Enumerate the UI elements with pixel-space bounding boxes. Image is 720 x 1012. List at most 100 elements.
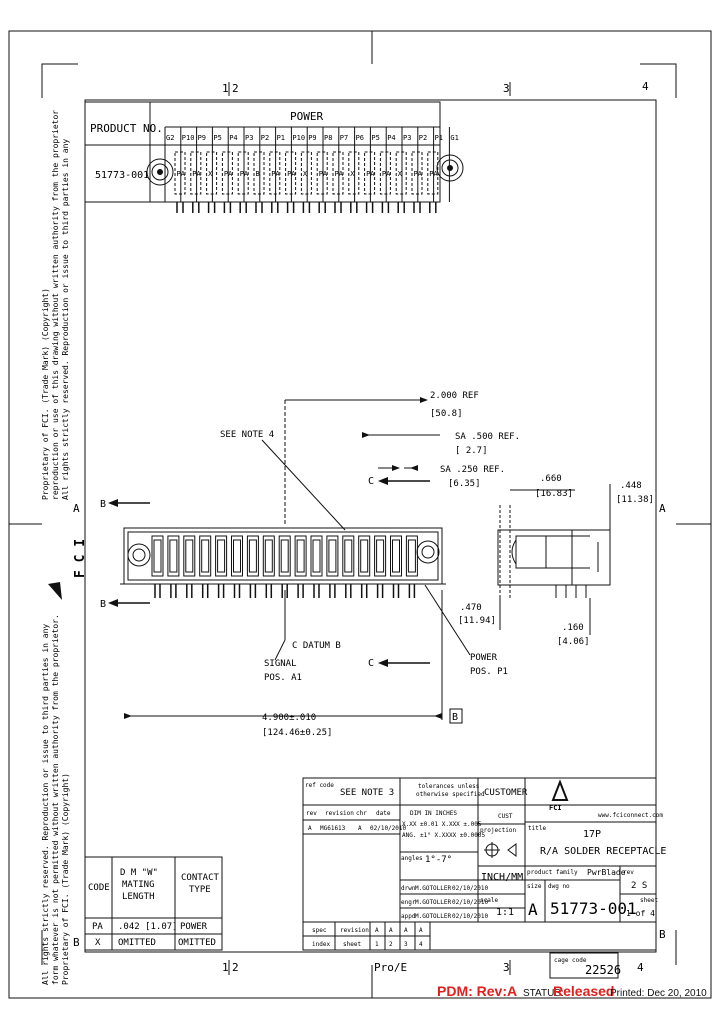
cust-label: CUST [498, 813, 513, 820]
dim-2000-ref: 2.000 REF [430, 391, 479, 401]
dim-448-mm: [11.38] [616, 495, 654, 505]
tol-line-2: X.XX ±0.01 X.XXX ±.005 [402, 821, 482, 828]
zone-side-b-right: B [659, 928, 666, 941]
copyright-upper: Proprietary of FCI. (Trade Mark) (Copyri… [41, 110, 70, 500]
contact-code: PA [287, 170, 296, 178]
position-label: P9 [198, 134, 206, 142]
appd-date: 02/10/2010 [452, 913, 489, 920]
front-guide-right [416, 540, 440, 564]
dim-160-mm: [4.06] [557, 637, 590, 647]
position-label: P10 [182, 134, 195, 142]
position-label: P10 [292, 134, 305, 142]
front-slot [342, 535, 355, 577]
title-line-1: 17P [583, 829, 601, 840]
footer-pdm: PDM: Rev:A [437, 983, 518, 999]
outer-border [8, 30, 712, 999]
contact-code: X [350, 170, 355, 178]
dim-4900-mm: [124.46±0.25] [262, 728, 332, 738]
contact-code: PA [271, 170, 280, 178]
position-label: P4 [229, 134, 237, 142]
front-slot [278, 535, 291, 577]
position-label: P3 [245, 134, 253, 142]
dwg-no-label: dwg no [548, 883, 570, 890]
cage-code-label: cage code [554, 957, 587, 964]
tol-line-3: ANG. ±1° X.XXXX ±0.0005 [402, 832, 485, 839]
position-label: P8 [324, 134, 332, 142]
length-row-2-code: X [95, 938, 101, 948]
rev-row-revision: MG61613 [320, 825, 346, 832]
datum-b-upper: B [100, 499, 106, 510]
fci-website: www.fciconnect.com [598, 812, 663, 819]
datum-c-top: C [368, 476, 374, 487]
position-label: P2 [261, 134, 269, 142]
position-label: P2 [419, 134, 427, 142]
sheet-val-2: 2 [389, 941, 393, 948]
contact-code: PA [429, 170, 438, 178]
dim-sa-250-mm: [6.35] [448, 479, 481, 489]
zone-side-b-left: B [73, 936, 80, 949]
zone-bottom-2: 2 [232, 961, 239, 974]
dim-470-mm: [11.94] [458, 616, 496, 626]
datum-b-box [449, 708, 463, 724]
zone-top-3: 3 [503, 82, 510, 95]
signal-pos-value: POS. A1 [264, 673, 302, 683]
drawn-label: drwn [401, 885, 416, 892]
datum-b-box-label: B [452, 712, 458, 723]
inner-frame [84, 99, 657, 953]
rev-row-date: 02/10/2010 [370, 825, 407, 832]
tol-line-1: DIM IN INCHES [410, 810, 457, 817]
dim-470: .470 [460, 603, 482, 613]
contact-code: PA [382, 170, 391, 178]
copyright-line-2: reproduction or use of this drawing with… [51, 110, 60, 500]
product-no-header: PRODUCT NO. [90, 122, 163, 135]
position-label: P9 [308, 134, 316, 142]
size-value: A [528, 900, 538, 919]
ref-code-label: ref code [305, 782, 334, 789]
connector-side-view [497, 505, 611, 598]
zone-bottom-1: 1 [222, 961, 229, 974]
title-line-2: R/A SOLDER RECEPTACLE [540, 846, 666, 857]
length-row-1-length: .042 [1.07] [118, 922, 178, 932]
spec-label: spec [312, 927, 327, 934]
projection-label: projection [480, 827, 517, 834]
front-slot [183, 535, 196, 577]
position-label: P1 [435, 134, 443, 142]
front-slot [374, 535, 387, 577]
position-label: P5 [213, 134, 221, 142]
position-label: P1 [277, 134, 285, 142]
rev-col-revision: revision [325, 810, 354, 817]
dim-2000-mm: [50.8] [430, 409, 463, 419]
cage-code-box [549, 952, 619, 979]
fci-logo-mark [551, 779, 569, 801]
appd-label: appd [401, 913, 416, 920]
drawn-name: M.GOTOLLER [415, 885, 452, 892]
datum-b-label: C DATUM B [292, 641, 341, 651]
guide-circle-right [436, 154, 464, 182]
zone-bottom-3: 3 [503, 961, 510, 974]
datum-b-lower: B [100, 599, 106, 610]
front-slot [390, 535, 402, 577]
dimensions: 2.000 REF [50.8] SA .500 REF. [ 2.7] SA … [100, 391, 654, 738]
copyright-line-6: Proprietary of FCI. (Trade Mark) (Copyri… [61, 773, 70, 985]
revision-row-label: revision [340, 927, 369, 934]
units-label: INCH/MM [481, 872, 523, 883]
front-slot [405, 535, 418, 577]
product-family-label: product family [527, 869, 578, 876]
position-label: G2 [166, 134, 174, 142]
contact-code: PA [224, 170, 233, 178]
rev-value: 2 S [631, 881, 647, 891]
dim-160: .160 [562, 623, 584, 633]
sheet-row-label: sheet [343, 941, 361, 948]
length-row-1-code: PA [92, 922, 103, 932]
contact-code: B [256, 170, 260, 178]
front-guide-left [127, 543, 151, 567]
rev-val-2: A [389, 927, 393, 934]
header-pins [176, 202, 437, 213]
fci-logo-text: FCI [549, 804, 562, 812]
datum-c-bottom: C [368, 658, 374, 669]
zone-top-2: 2 [232, 82, 239, 95]
power-pos-label: POWER [470, 653, 498, 663]
